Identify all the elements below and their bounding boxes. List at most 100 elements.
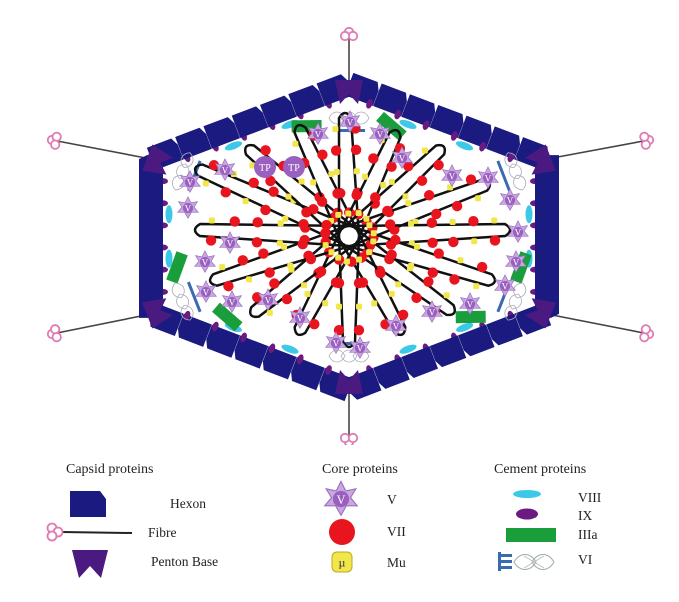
hexon: [288, 84, 325, 117]
protein-v: V: [391, 146, 413, 169]
legend-label-v: V: [387, 492, 397, 507]
penton-base-shape: [142, 144, 173, 175]
hexon: [486, 126, 521, 160]
protein-v: V: [214, 158, 236, 181]
protein-vi-ring: [328, 111, 346, 125]
fibre-knob: [640, 324, 651, 335]
protein-v-label: V: [229, 298, 236, 308]
penton-base: [142, 144, 173, 175]
protein-mu: [322, 242, 329, 249]
protein-mu: [242, 198, 249, 205]
protein-viii: [399, 119, 417, 129]
protein-mu: [277, 220, 284, 227]
protein-mu: [328, 249, 335, 256]
protein-v-label: V: [202, 258, 209, 268]
dna-strand: [293, 230, 359, 337]
protein-mu: [287, 262, 294, 269]
protein-viii-icon: [513, 490, 541, 498]
hexon: [262, 346, 297, 380]
protein-mu: [491, 217, 498, 224]
hexon-shape: [177, 313, 212, 347]
protein-iiia: [212, 302, 243, 332]
protein-vi-ring: [340, 349, 358, 363]
protein-vii: [269, 278, 280, 289]
protein-vii: [411, 292, 422, 304]
protein-vi-ring: [171, 282, 185, 299]
protein-mu: [402, 193, 409, 200]
protein-mu: [282, 215, 289, 222]
fibre-knob: [51, 131, 62, 142]
fibre-shaft: [546, 139, 650, 160]
protein-v: V: [257, 288, 279, 311]
protein-iiia: [455, 310, 486, 324]
protein-vii: [265, 175, 276, 187]
protein-iiia: [510, 251, 532, 284]
protein-vii: [423, 276, 434, 287]
protein-v-label: V: [357, 344, 364, 354]
terminal-proteins: TP TP: [254, 156, 305, 178]
protein-v: V: [499, 188, 521, 211]
terminal-protein: TP: [283, 156, 305, 178]
protein-mu: [322, 300, 329, 307]
protein-vii: [248, 177, 259, 189]
protein-mu: [388, 290, 395, 297]
protein-vi-bar: [187, 281, 202, 313]
fibre-knob: [51, 332, 62, 343]
protein-viii: [165, 249, 173, 268]
protein-vii: [332, 188, 343, 199]
protein-mu: [366, 222, 373, 229]
dna-strand: [338, 128, 402, 241]
protein-v: V: [441, 164, 463, 187]
hexon-shape: [373, 83, 407, 117]
dna-strand: [348, 222, 512, 248]
hexon: [234, 335, 269, 369]
protein-mu: [371, 300, 378, 307]
penton-base: [335, 80, 363, 104]
legend-label-penton-base: Penton Base: [151, 554, 219, 569]
protein-mu: [366, 249, 373, 256]
protein-vii: [298, 218, 309, 230]
protein-v-symbol: V: [337, 493, 346, 507]
protein-vii: [476, 261, 488, 273]
hexon-shape: [288, 84, 325, 117]
protein-v: V: [494, 274, 516, 297]
protein-v-label: V: [485, 174, 492, 184]
protein-vii: [465, 174, 477, 185]
protein-vii: [386, 161, 397, 172]
protein-mu: [292, 140, 299, 147]
legend-label-ix: IX: [578, 508, 593, 523]
hexon-shape: [429, 104, 464, 139]
hexon-shape: [234, 335, 269, 369]
hexon: [203, 117, 240, 149]
protein-vii: [237, 255, 249, 266]
legend-label-fibre: Fibre: [148, 525, 177, 540]
hexon: [260, 95, 297, 128]
protein-vii: [433, 248, 444, 259]
protein-v-label: V: [513, 258, 520, 268]
protein-vii: [316, 196, 328, 207]
legend-label-iiia: IIIa: [578, 527, 598, 542]
protein-mu: [388, 178, 395, 185]
legend-title-capsid: Capsid proteins: [66, 462, 154, 477]
hexon: [401, 346, 439, 379]
hexon: [231, 106, 269, 139]
protein-vii: [260, 145, 271, 156]
hexon-shape: [262, 346, 297, 380]
dna-strand: [345, 225, 497, 288]
protein-vii: [449, 274, 460, 285]
protein-mu: [336, 303, 342, 310]
protein-v-label: V: [393, 322, 400, 332]
legend-label-viii: VIII: [578, 490, 602, 505]
protein-vi: [496, 152, 527, 192]
hexon: [429, 104, 464, 139]
fibre-shaft: [546, 313, 650, 335]
protein-viii: [525, 205, 533, 224]
protein-v: V: [194, 250, 216, 273]
protein-vii: [423, 190, 435, 201]
protein-v-label: V: [429, 308, 436, 318]
legend-label-vi: VI: [578, 552, 593, 567]
hexon: [429, 335, 467, 368]
protein-vii: [427, 267, 438, 278]
legend-label-hexon: Hexon: [170, 496, 206, 511]
protein-iiia: [166, 251, 188, 284]
